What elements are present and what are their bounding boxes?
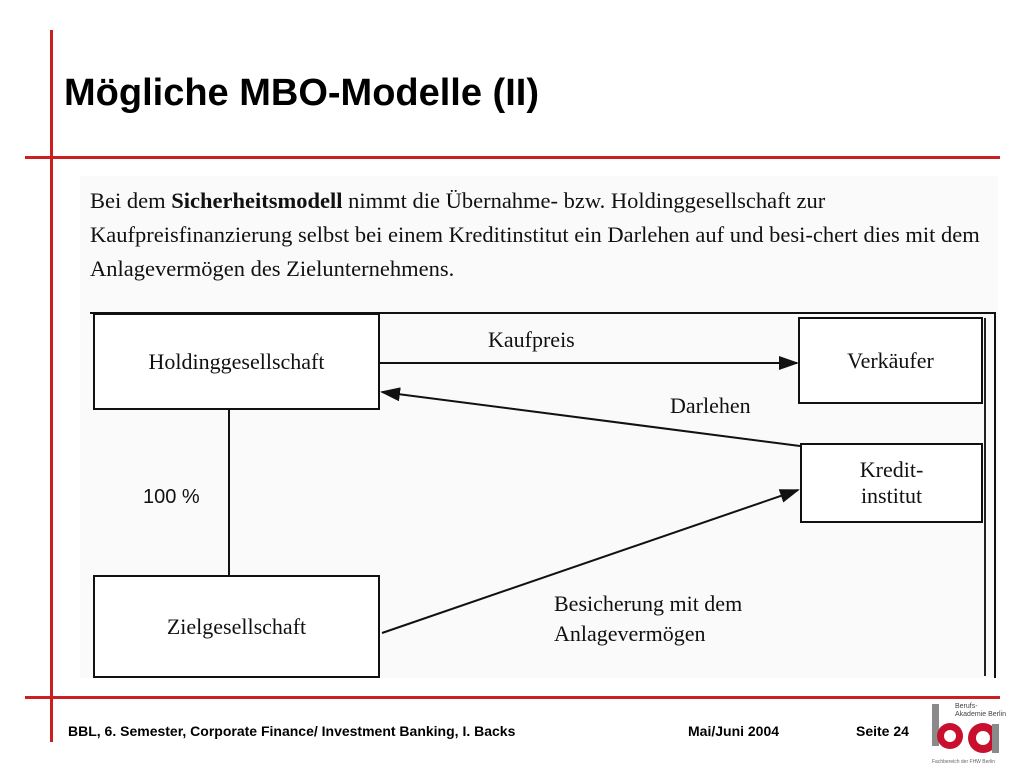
- node-kreditinstitut-label-2: institut: [860, 483, 923, 508]
- edge-label-darlehen: Darlehen: [670, 393, 751, 418]
- node-holdinggesellschaft-label: Holdinggesellschaft: [148, 348, 325, 374]
- intro-paragraph: Bei dem Sicherheitsmodell nimmt die Über…: [90, 184, 995, 286]
- edge-label-ownership: 100 %: [143, 486, 200, 508]
- node-zielgesellschaft-label: Zielgesellschaft: [166, 613, 307, 639]
- header-divider: [25, 156, 1000, 159]
- edge-label-besicherung-2: Anlagevermögen: [554, 621, 706, 646]
- node-holdinggesellschaft: Holdinggesellschaft: [93, 313, 380, 410]
- page-title: Mögliche MBO-Modelle (II): [64, 72, 539, 114]
- footer-date: Mai/Juni 2004: [688, 723, 780, 739]
- intro-highlight: Sicherheitsmodell: [171, 188, 343, 213]
- footer-course: BBL, 6. Semester, Corporate Finance/ Inv…: [68, 723, 516, 739]
- node-verkaeufer-label: Verkäufer: [847, 347, 934, 373]
- diagram-frame-edge: [984, 318, 986, 676]
- logo-line-2: Akademie Berlin: [955, 711, 1006, 718]
- diagram-frame: [90, 312, 996, 678]
- logo-line-1: Berufs-: [955, 703, 978, 710]
- intro-text-rest: nimmt die Übernahme- bzw. Holdinggesells…: [90, 188, 980, 281]
- footer-divider: [25, 696, 1000, 699]
- edge-label-besicherung-1: Besicherung mit dem: [554, 591, 743, 616]
- edge-label-kaufpreis: Kaufpreis: [488, 327, 575, 352]
- node-verkaeufer: Verkäufer: [798, 317, 983, 404]
- footer-page-number: Seite 24: [856, 723, 909, 739]
- node-kreditinstitut: Kredit- institut: [800, 443, 983, 523]
- left-accent-rule: [50, 30, 53, 742]
- node-zielgesellschaft: Zielgesellschaft: [93, 575, 380, 678]
- node-kreditinstitut-label-1: Kredit-: [859, 457, 924, 482]
- ba-logo: [932, 704, 999, 753]
- logo-caption: Fachbereich der FHW Berlin: [932, 759, 996, 765]
- besicherung-arrow: [381, 489, 800, 634]
- darlehen-arrow: [380, 387, 801, 447]
- intro-text-start: Bei dem: [90, 188, 172, 213]
